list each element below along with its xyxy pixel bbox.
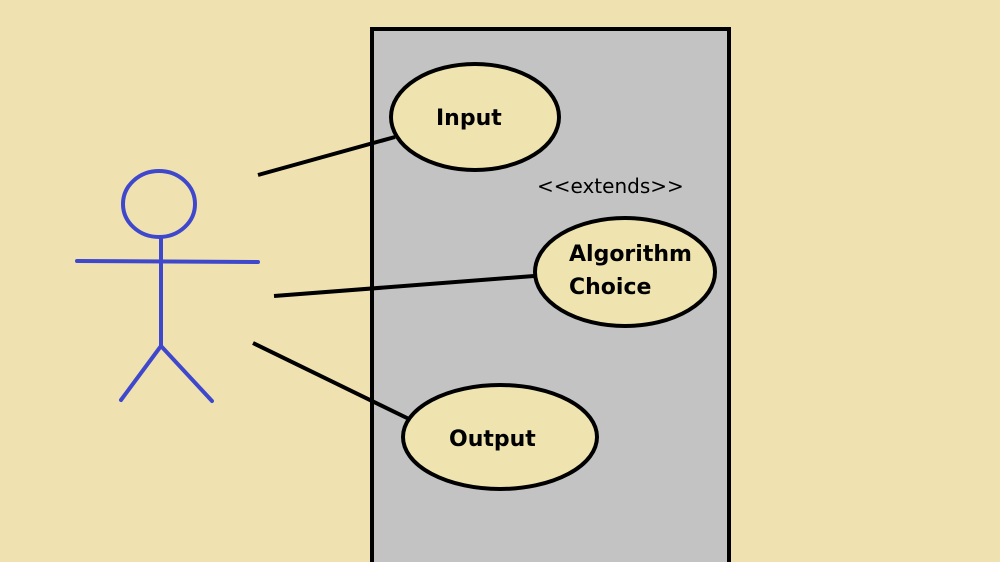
use-case-algorithm-choice-label-line-1: Algorithm	[569, 242, 692, 267]
actor-right-leg	[159, 344, 214, 403]
actor-arms	[75, 259, 260, 264]
use-case-input-label: Input	[436, 106, 502, 131]
use-case-input-ellipse	[389, 62, 561, 172]
use-case-input: Input	[389, 62, 561, 172]
use-case-algorithm-choice-ellipse	[533, 216, 717, 328]
actor-head	[121, 169, 197, 239]
association-line-input	[257, 135, 396, 177]
association-line-algorithm-choice	[273, 274, 535, 298]
use-case-output-ellipse	[401, 383, 599, 491]
use-case-output-label: Output	[449, 427, 536, 452]
association-line-output	[252, 341, 410, 421]
use-case-output: Output	[401, 383, 599, 491]
use-case-algorithm-choice: Algorithm Choice	[533, 216, 717, 328]
actor-left-leg	[119, 344, 163, 402]
extends-stereotype-label: <<extends>>	[537, 174, 684, 198]
stick-figure-icon	[75, 169, 260, 403]
use-case-algorithm-choice-label-line-2: Choice	[569, 275, 651, 300]
